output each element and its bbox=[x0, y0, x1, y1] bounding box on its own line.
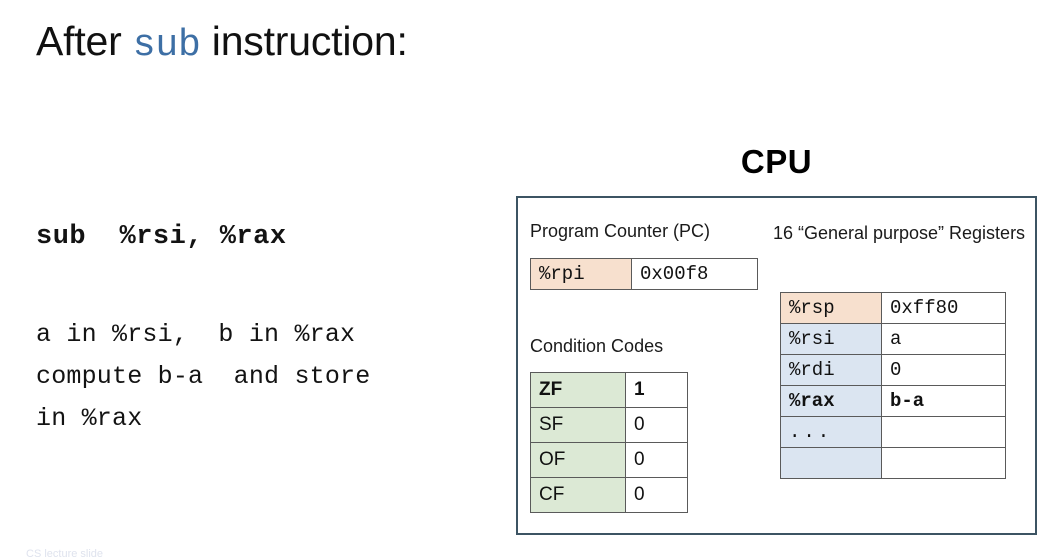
program-counter-label: Program Counter (PC) bbox=[530, 221, 711, 241]
condition-flag-value: 0 bbox=[625, 442, 688, 478]
register-name: %rsi bbox=[780, 323, 882, 355]
condition-codes-label: Condition Codes bbox=[530, 336, 664, 356]
page-title-keyword: sub bbox=[132, 24, 201, 67]
registers-label: 16 “General purpose” Registers bbox=[772, 223, 1026, 243]
description-line-1: a in %rsi, b in %rax bbox=[36, 320, 356, 349]
register-name: %rdi bbox=[780, 354, 882, 386]
register-value: 0 bbox=[881, 354, 1006, 386]
cpu-heading: CPU bbox=[740, 143, 813, 180]
condition-flag-name: ZF bbox=[530, 372, 626, 408]
register-value: 0xff80 bbox=[881, 292, 1006, 324]
pc-register-name: %rpi bbox=[530, 258, 632, 290]
condition-flag-name: SF bbox=[530, 407, 626, 443]
condition-flag-value: 0 bbox=[625, 477, 688, 513]
condition-flag-name: CF bbox=[530, 477, 626, 513]
page-title-suffix: instruction: bbox=[200, 18, 408, 64]
register-value: a bbox=[881, 323, 1006, 355]
description-line-2: compute b-a and store bbox=[36, 362, 371, 391]
page-title-prefix: After bbox=[36, 18, 133, 64]
register-name bbox=[780, 447, 882, 479]
instruction-text: sub %rsi, %rax bbox=[36, 222, 287, 252]
condition-flag-value: 1 bbox=[625, 372, 688, 408]
register-value bbox=[881, 447, 1006, 479]
table-row: ... bbox=[780, 416, 1006, 448]
register-value: b-a bbox=[881, 385, 1006, 417]
register-name: %rsp bbox=[780, 292, 882, 324]
register-value bbox=[881, 416, 1006, 448]
condition-flag-name: OF bbox=[530, 442, 626, 478]
page-title: After sub instruction: bbox=[36, 18, 408, 67]
pc-register-value: 0x00f8 bbox=[631, 258, 758, 290]
program-counter-table: %rpi 0x00f8 bbox=[530, 258, 758, 290]
description-line-3: in %rax bbox=[36, 404, 143, 433]
register-name: ... bbox=[780, 416, 882, 448]
table-row: %rpi 0x00f8 bbox=[530, 258, 758, 290]
table-row bbox=[780, 447, 1006, 479]
register-name: %rax bbox=[780, 385, 882, 417]
condition-flag-value: 0 bbox=[625, 407, 688, 443]
clipped-footer-text: CS lecture slide bbox=[26, 548, 104, 560]
